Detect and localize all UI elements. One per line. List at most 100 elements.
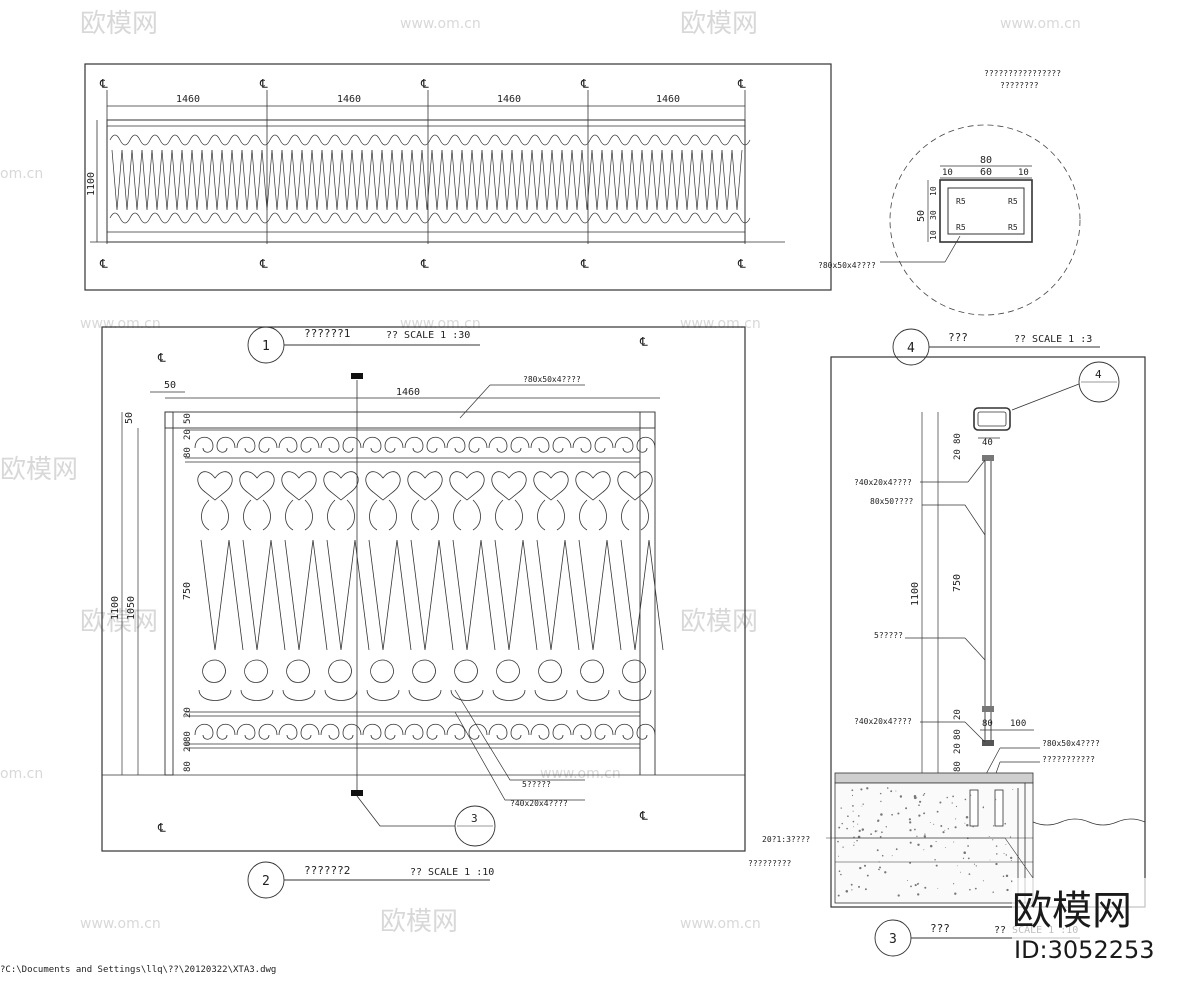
- file-path: ?C:\Documents and Settings\llq\??\201203…: [0, 965, 276, 975]
- baluster: [601, 149, 613, 211]
- concrete-speckle: [910, 885, 912, 888]
- centerline-symbol: ℄: [737, 77, 746, 91]
- baluster: [111, 149, 123, 211]
- pipe-label: 5?????: [522, 780, 551, 789]
- watermark-brand: 欧模网: [380, 907, 458, 937]
- concrete-speckle: [909, 841, 912, 844]
- view-frame: [101, 326, 746, 852]
- baluster: [494, 539, 538, 651]
- concrete-speckle: [953, 841, 955, 843]
- baluster: [541, 149, 553, 211]
- width-dimension: 80: [982, 719, 993, 729]
- concrete-speckle: [1005, 874, 1009, 878]
- concrete-speckle: [886, 787, 889, 789]
- brand-name: 欧模网: [1012, 888, 1132, 934]
- scroll-ornament: [194, 723, 236, 740]
- concrete-speckle: [862, 803, 864, 805]
- baluster: [351, 149, 363, 211]
- width-dimension: 80: [980, 155, 992, 166]
- baluster: [671, 149, 683, 211]
- width-dimension: 100: [1010, 719, 1026, 729]
- view-number: 4: [907, 341, 915, 356]
- baluster: [221, 149, 233, 211]
- baluster: [691, 149, 703, 211]
- detail-note: ????????: [1000, 81, 1039, 90]
- scroll-ornament: [362, 723, 404, 740]
- view-title: ??????1: [304, 327, 350, 340]
- concrete-speckle: [966, 823, 969, 827]
- watermark-site: www.om.cn: [400, 16, 481, 32]
- dimension: 80: [183, 731, 193, 742]
- watermark-brand: 欧模网: [80, 9, 158, 39]
- radius-label: R5: [1008, 223, 1018, 232]
- watermark-site: www.om.cn: [400, 316, 481, 332]
- view-title: ???: [930, 922, 950, 935]
- baluster: [581, 149, 593, 211]
- scroll-ornament: [362, 436, 404, 453]
- concrete-speckle: [909, 829, 912, 832]
- baluster: [571, 149, 583, 211]
- scroll-ornament: [488, 723, 530, 740]
- baluster: [181, 149, 193, 211]
- concrete-speckle: [962, 857, 965, 859]
- heart-ornament: [365, 471, 401, 531]
- concrete-speckle: [881, 854, 884, 857]
- brand-id: ID:3052253: [1014, 936, 1155, 964]
- scroll-ornament: [194, 436, 236, 453]
- tube-label: ?80x50x4????: [818, 261, 876, 270]
- span-dimension: 1460: [176, 94, 200, 105]
- baluster: [341, 149, 353, 211]
- baluster: [371, 149, 383, 211]
- concrete-speckle: [972, 825, 974, 828]
- baluster: [591, 149, 603, 211]
- ring-ornament: [366, 659, 400, 701]
- concrete-speckle: [861, 805, 863, 807]
- baluster: [261, 149, 273, 211]
- baluster: [441, 149, 453, 211]
- concrete-speckle: [951, 802, 953, 804]
- centerline-symbol: ℄: [580, 257, 589, 271]
- width-dimension: 60: [980, 167, 992, 178]
- baluster: [611, 149, 623, 211]
- concrete-speckle: [1005, 854, 1007, 856]
- concrete-speckle: [880, 800, 882, 803]
- dimension: 1100: [110, 596, 121, 620]
- watermark-brand: 欧模网: [80, 607, 158, 637]
- baluster: [511, 149, 523, 211]
- watermark-site: om.cn: [0, 166, 43, 182]
- concrete-speckle: [916, 797, 918, 799]
- span-dimension: 1460: [497, 94, 521, 105]
- concrete-speckle: [842, 846, 844, 848]
- baluster: [578, 539, 622, 651]
- concrete-speckle: [860, 788, 863, 791]
- baluster: [191, 149, 203, 211]
- concrete-speckle: [965, 816, 969, 819]
- detail-note: ????????????????: [984, 69, 1061, 78]
- baluster: [381, 149, 393, 211]
- baluster: [401, 149, 413, 211]
- watermark-site: www.om.cn: [540, 766, 621, 782]
- dimension: 20: [183, 707, 193, 718]
- span-dimension: 1460: [396, 387, 420, 398]
- concrete-speckle: [929, 822, 931, 824]
- callout-circle: [454, 805, 496, 847]
- ring-ornament: [324, 659, 358, 701]
- width-dimension: 10: [942, 168, 953, 178]
- concrete-speckle: [968, 873, 971, 875]
- scroll-ornament: [446, 436, 488, 453]
- detail-circle: [889, 124, 1081, 316]
- baluster: [281, 149, 293, 211]
- concrete-speckle: [1003, 852, 1005, 855]
- concrete-speckle: [969, 794, 972, 797]
- concrete-speckle: [946, 796, 948, 799]
- width-dimension: 10: [1018, 168, 1029, 178]
- concrete-speckle: [918, 800, 922, 803]
- concrete-speckle: [851, 889, 853, 891]
- concrete-speckle: [876, 849, 879, 852]
- concrete-speckle: [895, 790, 897, 792]
- concrete-speckle: [923, 812, 926, 815]
- concrete-speckle: [852, 810, 854, 812]
- concrete-speckle: [853, 826, 855, 828]
- concrete-speckle: [955, 805, 958, 808]
- dimension: 80: [183, 447, 193, 458]
